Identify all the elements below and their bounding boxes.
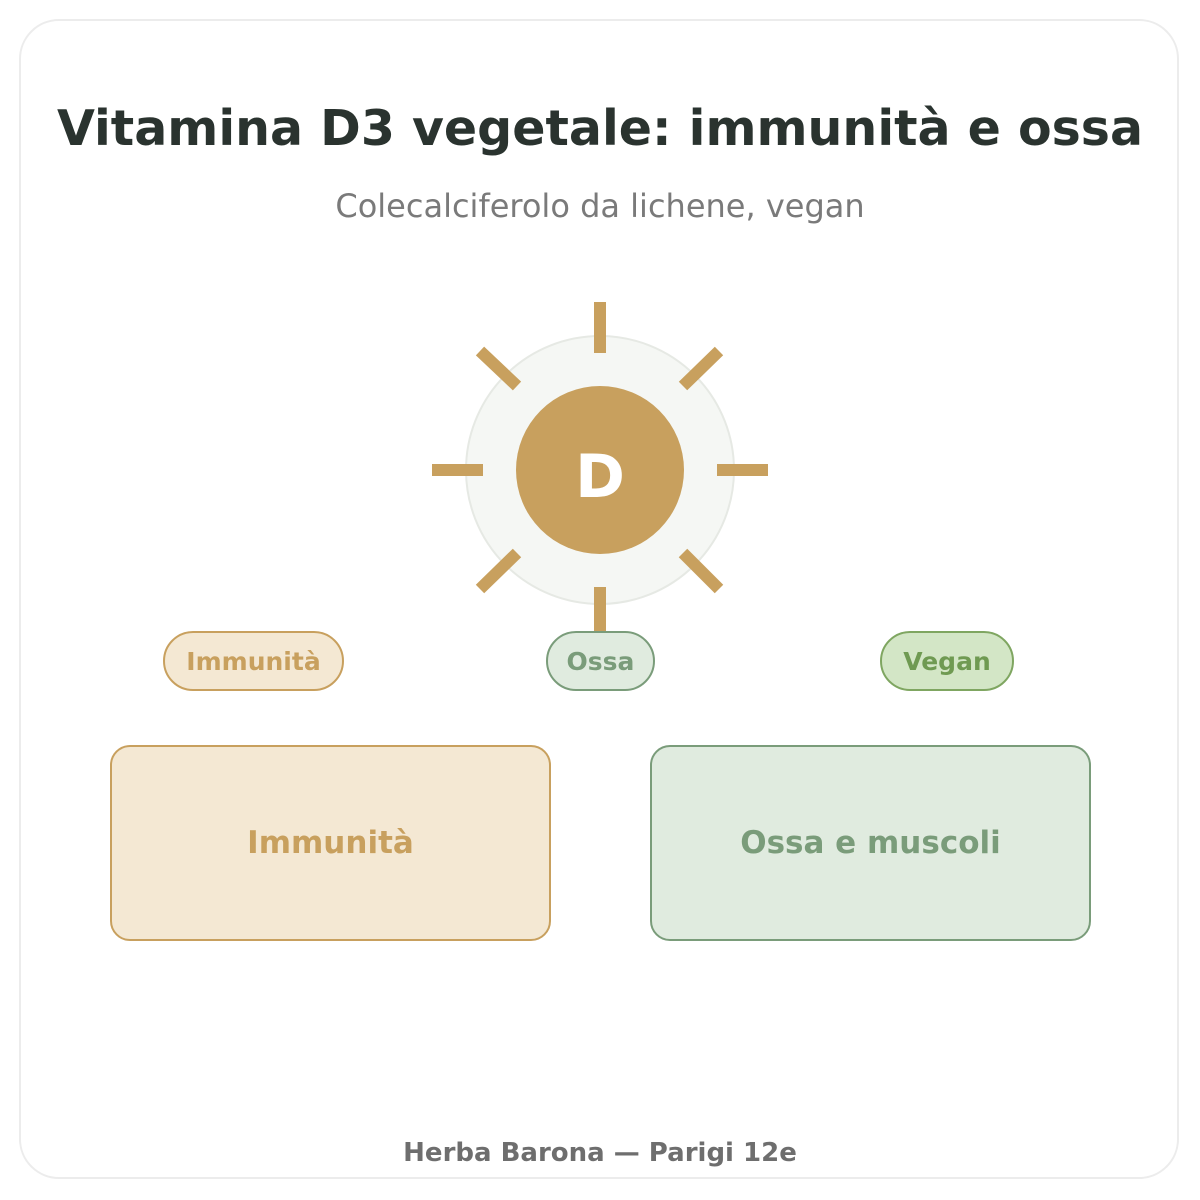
sun-core (516, 386, 684, 554)
pill-ossa: Ossa (546, 631, 655, 691)
sun-ray-top-right (678, 346, 724, 391)
page-title: Vitamina D3 vegetale: immunità e ossa (56, 100, 1144, 157)
pill-immunita: Immunità (163, 631, 344, 691)
footer-credit: Herba Barona — Parigi 12e (403, 1138, 797, 1168)
sun-ray-bottom-left (475, 548, 522, 594)
pill-vegan: Vegan (880, 631, 1014, 691)
page-subtitle: Colecalciferolo da lichene, vegan (335, 187, 865, 225)
sun-label: D (575, 442, 625, 512)
box-immunita: Immunità (110, 745, 551, 941)
sun-rays (432, 302, 768, 632)
box-ossa-muscoli: Ossa e muscoli (650, 745, 1091, 941)
box-immunita-label: Immunità (247, 825, 414, 861)
sun-ray-top-left (475, 346, 522, 391)
box-ossa-muscoli-label: Ossa e muscoli (740, 825, 1001, 861)
sun-ray-bottom-right (678, 548, 724, 594)
